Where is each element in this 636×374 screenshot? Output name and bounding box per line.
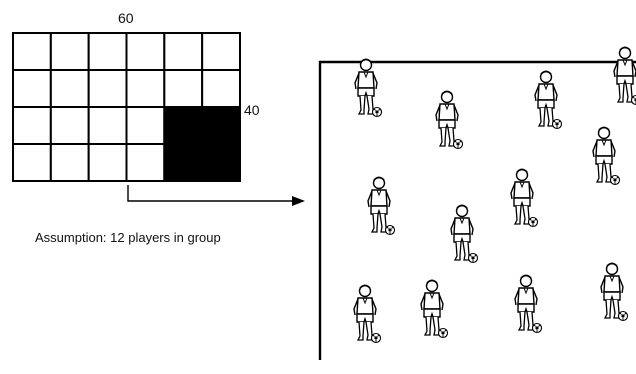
- grid-cell: [13, 107, 51, 144]
- grid-cell: [51, 144, 89, 181]
- grid-cell: [127, 33, 165, 70]
- arrow-head-icon: [292, 196, 305, 206]
- soccer-player-with-ball-icon: [614, 48, 636, 105]
- grid-cell: [127, 107, 165, 144]
- grid-cell: [51, 70, 89, 107]
- grid-cell: [89, 144, 127, 181]
- grid-cell: [51, 107, 89, 144]
- grid-cell: [89, 33, 127, 70]
- soccer-player-with-ball-icon: [436, 92, 463, 149]
- grid-area: [13, 33, 240, 181]
- soccer-player-with-ball-icon: [368, 178, 395, 235]
- soccer-player-with-ball-icon: [535, 72, 562, 129]
- soccer-player-with-ball-icon: [593, 128, 620, 185]
- arrow-connector: [128, 185, 305, 206]
- grid-cell: [164, 70, 202, 107]
- arrow-line: [128, 185, 292, 201]
- soccer-player-with-ball-icon: [511, 170, 538, 227]
- grid-cell: [89, 70, 127, 107]
- soccer-player-with-ball-icon: [354, 286, 381, 343]
- grid-cell-filled: [164, 107, 202, 144]
- grid-cell: [127, 70, 165, 107]
- grid-cell: [202, 70, 240, 107]
- grid-cell: [13, 70, 51, 107]
- soccer-player-with-ball-icon: [421, 281, 448, 338]
- soccer-player-with-ball-icon: [601, 264, 628, 321]
- soccer-player-with-ball-icon: [451, 206, 478, 263]
- grid-cell: [89, 107, 127, 144]
- grid-cell: [13, 144, 51, 181]
- grid-cell-filled: [202, 107, 240, 144]
- grid-cell-filled: [202, 144, 240, 181]
- assumption-note: Assumption: 12 players in group: [35, 230, 221, 245]
- grid-cell: [202, 33, 240, 70]
- soccer-player-with-ball-icon: [515, 276, 542, 333]
- grid-cell: [127, 144, 165, 181]
- grid-cell-filled: [164, 144, 202, 181]
- grid-cell: [51, 33, 89, 70]
- grid-height-label: 40: [244, 102, 260, 118]
- grid-cell: [13, 33, 51, 70]
- players-group: [354, 48, 636, 343]
- soccer-player-with-ball-icon: [355, 60, 382, 117]
- grid-width-label: 60: [118, 10, 134, 26]
- grid-cell: [164, 33, 202, 70]
